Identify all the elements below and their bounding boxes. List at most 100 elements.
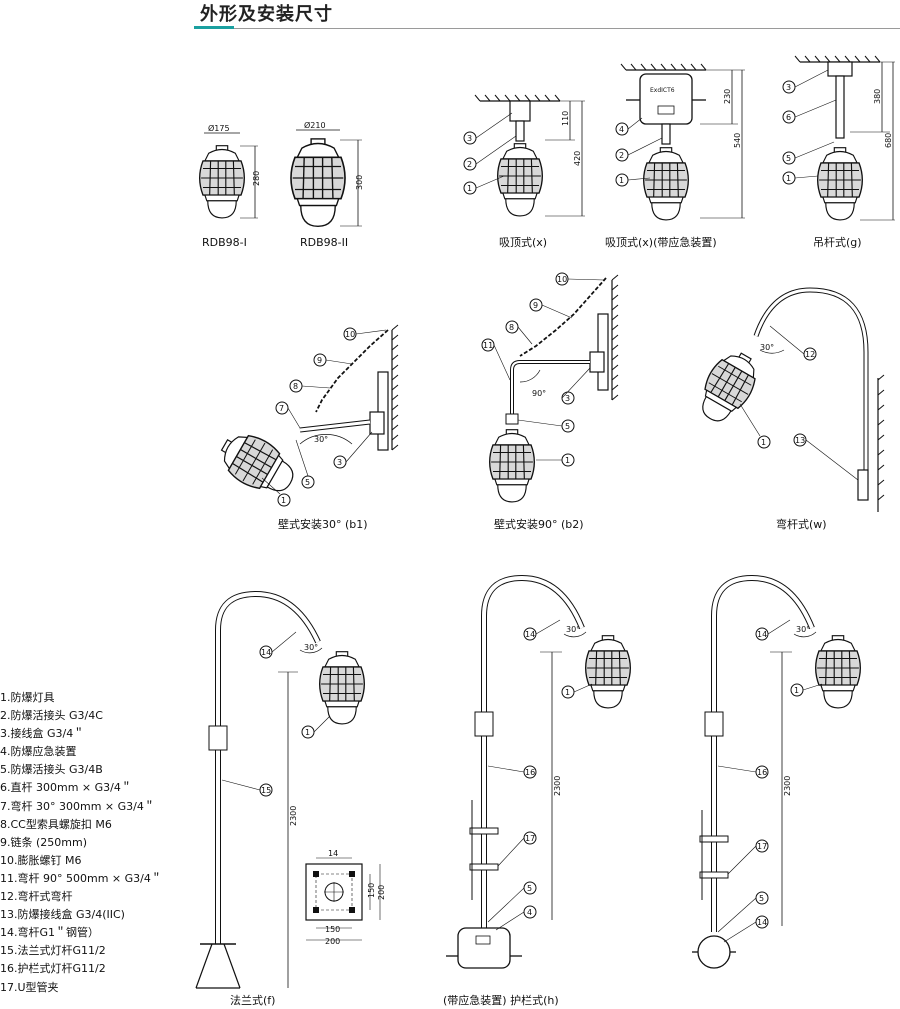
legend-item: 2.防爆活接头 G3/4C (0, 709, 103, 723)
legend-item: 5.防爆活接头 G3/4B (0, 763, 103, 777)
svg-text:1: 1 (565, 456, 570, 465)
svg-text:5: 5 (527, 884, 532, 893)
flange-w2: 200 (325, 937, 340, 946)
w-caption: 弯杆式(w) (776, 517, 827, 531)
legend-item: 4.防爆应急装置 (0, 745, 77, 759)
parts-legend: 1.防爆灯具 2.防爆活接头 G3/4C 3.接线盒 G3/4＂ 4.防爆应急装… (0, 689, 190, 997)
xe-caption: 吸顶式(x)(带应急装置) (605, 235, 717, 249)
h2-height: 2300 (783, 776, 792, 796)
figure-flange-f: 30° 2300 14 1 15 法兰式(f) (195, 590, 365, 1007)
x-d1: 110 (561, 111, 570, 126)
figure-railing-h-emergency: 30° 2300 14 1 16 17 5 4 (带应急装置) 护栏式(h) (443, 574, 631, 1007)
svg-text:1: 1 (786, 174, 791, 183)
svg-text:14: 14 (525, 630, 535, 639)
legend-item: 17.U型管夹 (0, 980, 59, 994)
legend-item: 12.弯杆式弯杆 (0, 890, 73, 904)
h1-angle: 30° (566, 625, 580, 634)
figure-pendant-g: 380 680 3 6 5 1 吊杆式(g) (782, 55, 895, 249)
legend-item: 10.膨胀螺钉 M6 (0, 853, 82, 867)
figure-rdb98-1: Ø175 280 RDB98-I (199, 123, 261, 249)
svg-text:11: 11 (483, 341, 493, 350)
svg-text:2: 2 (467, 160, 472, 169)
rdb98-2-height: 300 (355, 175, 364, 190)
svg-text:7: 7 (279, 404, 284, 413)
svg-text:5: 5 (305, 478, 310, 487)
svg-text:8: 8 (293, 382, 298, 391)
svg-text:17: 17 (525, 834, 535, 843)
figure-ceiling-x: 110 420 3 2 1 吸顶式(x) (463, 94, 585, 249)
svg-text:17: 17 (757, 842, 767, 851)
xe-d1: 230 (723, 89, 732, 104)
title-rule (194, 28, 900, 29)
svg-text:3: 3 (467, 134, 472, 143)
f-height: 2300 (289, 806, 298, 826)
flange-plate-detail: 14 150 200 150 200 (305, 849, 386, 946)
legend-item: 7.弯杆 30° 300mm × G3/4＂ (0, 799, 155, 813)
xe-box-text: ExdICT6 (650, 87, 675, 94)
legend-item: 16.护栏式灯杆G11/2 (0, 962, 106, 976)
w-angle: 30° (760, 343, 774, 352)
flange-w1: 150 (325, 925, 340, 934)
svg-text:3: 3 (565, 394, 570, 403)
h2-angle: 30° (796, 625, 810, 634)
x-caption: 吸顶式(x) (499, 236, 547, 249)
title-accent (194, 26, 234, 29)
legend-item: 8.CC型索具螺旋扣 M6 (0, 817, 112, 831)
figure-ceiling-x-emergency: ExdICT6 230 540 4 2 1 吸顶式(x)(带应急装置) (605, 63, 745, 249)
g-d2: 680 (884, 133, 893, 148)
legend-item: 9.链条 (250mm) (0, 835, 88, 849)
flange-h2: 200 (377, 885, 386, 900)
svg-text:2: 2 (619, 151, 624, 160)
legend-item: 15.法兰式灯杆G11/2 (0, 944, 106, 958)
g-d1: 380 (873, 89, 882, 104)
xe-d2: 540 (733, 133, 742, 148)
svg-text:9: 9 (317, 356, 322, 365)
svg-text:14: 14 (757, 918, 767, 927)
svg-text:1: 1 (467, 184, 472, 193)
svg-text:5: 5 (759, 894, 764, 903)
rdb98-2-caption: RDB98-II (300, 236, 348, 249)
legend-item: 6.直杆 300mm × G3/4＂ (0, 781, 132, 795)
svg-text:10: 10 (345, 330, 355, 339)
b1-caption: 壁式安装30° (b1) (278, 517, 368, 531)
rdb98-2-dia: Ø210 (304, 120, 326, 130)
svg-text:9: 9 (533, 301, 538, 310)
svg-text:1: 1 (761, 438, 766, 447)
b2-caption: 壁式安装90° (b2) (494, 517, 584, 531)
svg-text:3: 3 (786, 83, 791, 92)
svg-text:6: 6 (786, 113, 791, 122)
x-d2: 420 (573, 151, 582, 166)
b2-angle: 90° (532, 389, 546, 398)
legend-item: 14.弯杆G1＂钢管） (0, 926, 100, 940)
svg-text:5: 5 (786, 154, 791, 163)
svg-text:3: 3 (337, 458, 342, 467)
svg-text:4: 4 (527, 908, 532, 917)
svg-text:14: 14 (757, 630, 767, 639)
legend-item: 11.弯杆 90° 500mm × G3/4＂ (0, 871, 162, 885)
figure-railing-h: 30° 2300 14 1 16 17 5 14 (692, 574, 861, 969)
svg-text:14: 14 (261, 648, 271, 657)
svg-text:10: 10 (557, 275, 567, 284)
svg-text:13: 13 (795, 436, 805, 445)
rdb98-1-height: 280 (252, 171, 261, 186)
flange-top: 14 (328, 849, 338, 858)
rdb98-1-caption: RDB98-I (202, 236, 247, 249)
svg-text:1: 1 (619, 176, 624, 185)
svg-text:1: 1 (794, 686, 799, 695)
svg-text:1: 1 (281, 496, 286, 505)
figure-bent-pole-w: 30° 12 1 13 弯杆式(w) (690, 287, 885, 531)
g-caption: 吊杆式(g) (813, 235, 862, 249)
legend-item: 13.防爆接线盒 G3/4(IIC) (0, 908, 125, 922)
f-angle: 30° (304, 643, 318, 652)
f-caption: 法兰式(f) (230, 993, 275, 1007)
svg-text:16: 16 (757, 768, 767, 777)
svg-text:15: 15 (261, 786, 271, 795)
svg-text:5: 5 (565, 422, 570, 431)
svg-text:16: 16 (525, 768, 535, 777)
page-title: 外形及安装尺寸 (200, 4, 333, 25)
svg-text:4: 4 (619, 125, 624, 134)
flange-h1: 150 (367, 883, 376, 898)
figure-wall-b2: 90° 10 9 8 11 3 5 1 壁式安装90° (b2) (481, 272, 619, 531)
h1-caption: (带应急装置) 护栏式(h) (443, 993, 559, 1007)
